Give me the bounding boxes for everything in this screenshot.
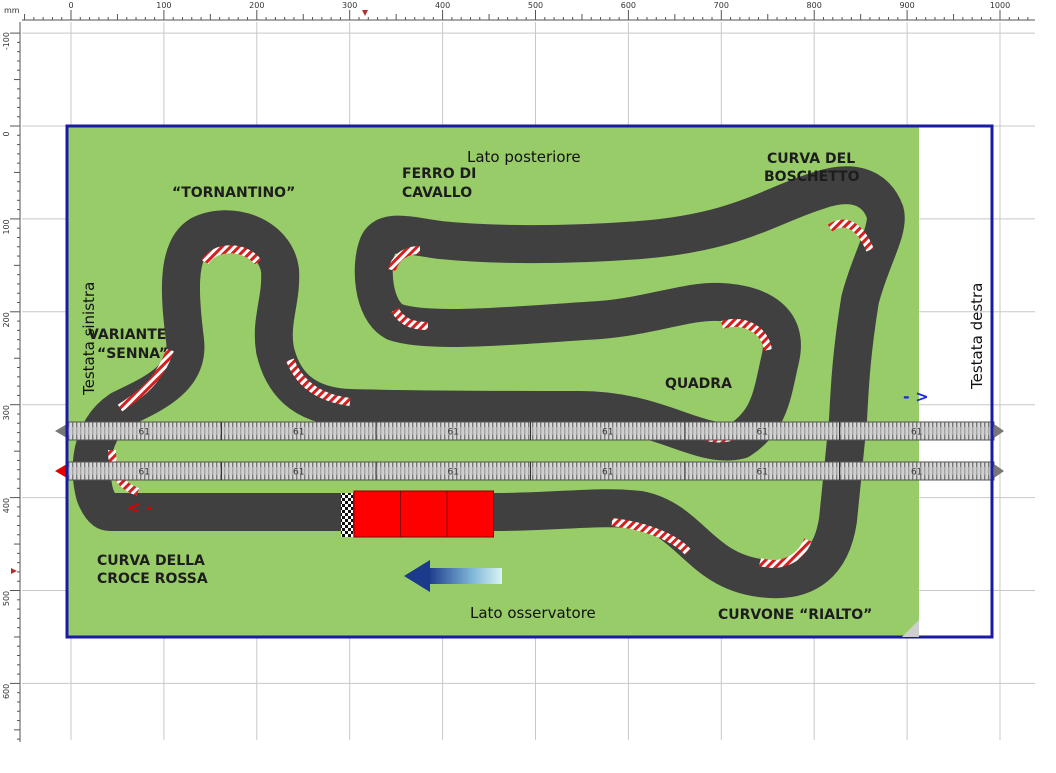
track-asphalt — [72, 166, 905, 599]
ruler-top-label: 300 — [342, 1, 357, 10]
ruler-left-label: 0 — [2, 131, 11, 136]
ruler-left-label: 600 — [2, 684, 11, 699]
ruler-top-label: 500 — [528, 1, 543, 10]
kerb-curvone — [758, 538, 812, 568]
label-testata-sinistra: Testata sinistra — [80, 282, 98, 396]
start-block — [446, 490, 494, 538]
ruler-top-label: 0 — [68, 1, 73, 10]
module-label: 61 — [602, 468, 613, 478]
module-label: 61 — [757, 468, 768, 478]
ruler-top-label: 1000 — [990, 1, 1010, 10]
module-label: 61 — [911, 468, 922, 478]
checkered-line — [341, 493, 353, 537]
corner-fold — [902, 620, 919, 637]
kerb-tornantino — [201, 245, 262, 265]
module-end-right-icon — [994, 424, 1004, 438]
module-end-left-icon — [55, 464, 67, 478]
ruler-left-label: 100 — [2, 219, 11, 234]
label-lato-posteriore: Lato posteriore — [467, 148, 581, 166]
module-label: 61 — [448, 428, 459, 438]
label-quadra: QUADRA — [665, 376, 732, 392]
start-block — [400, 490, 448, 538]
ruler-unit: mm — [4, 6, 20, 15]
module-label: 61 — [757, 428, 768, 438]
module-rows: 61 61 61 61 61 61 61 61 61 61 61 61 — [55, 421, 1004, 481]
kerb-boschetto — [827, 219, 874, 252]
direction-arrow-icon — [404, 560, 502, 592]
module-label: 61 — [139, 428, 150, 438]
start-block — [353, 490, 401, 538]
ruler-left-label: 400 — [2, 498, 11, 513]
arrow-right-marker: - > — [903, 387, 929, 406]
start-grid-blocks — [353, 490, 494, 538]
ruler-left: -100 0 100 200 300 400 500 600 — [0, 22, 21, 742]
ruler-top-label: 400 — [435, 1, 450, 10]
module-end-right-icon — [994, 464, 1004, 478]
kerb-quadra — [720, 319, 772, 351]
kerb-esse — [286, 358, 351, 406]
ruler-left-bg — [0, 22, 20, 742]
module-row: 61 61 61 61 61 61 — [55, 461, 1004, 481]
ruler-top: 0 100 200 300 400 500 600 700 800 900 1000 — [22, 0, 1035, 21]
module-label: 61 — [293, 468, 304, 478]
ruler-left-label: 200 — [2, 312, 11, 327]
ruler-top-bg — [22, 0, 1035, 20]
label-ferro-1: FERRO DI — [402, 166, 476, 182]
label-curvone: CURVONE “RIALTO” — [718, 607, 872, 623]
label-boschetto-1: CURVA DEL — [767, 151, 855, 167]
ruler-top-label: 200 — [249, 1, 264, 10]
label-boschetto-2: BOSCHETTO — [764, 169, 860, 185]
ruler-top-label: 900 — [899, 1, 914, 10]
module-label: 61 — [293, 428, 304, 438]
ruler-top-label: 600 — [621, 1, 636, 10]
layout-frame — [65, 124, 994, 639]
kerb-senna — [117, 348, 174, 412]
label-variante-1: VARIANTE — [88, 327, 166, 343]
module-label: 61 — [139, 468, 150, 478]
module-row: 61 61 61 61 61 61 — [55, 421, 1004, 441]
label-croce-2: CROCE ROSSA — [97, 571, 208, 587]
label-tornantino: “TORNANTINO” — [172, 185, 295, 201]
kerb-ferro-top — [388, 246, 421, 272]
label-testata-destra: Testata destra — [968, 283, 986, 390]
ruler-marker-left — [11, 568, 17, 574]
kerb-rialto — [611, 518, 691, 555]
ruler-left-label: 300 — [2, 405, 11, 420]
ruler-top-label: 100 — [156, 1, 171, 10]
label-croce-1: CURVA DELLA — [97, 553, 205, 569]
ruler-left-label: -100 — [2, 32, 11, 50]
label-variante-2: “SENNA” — [97, 346, 168, 362]
module-end-left-icon — [55, 424, 67, 438]
module-label: 61 — [602, 428, 613, 438]
ruler-left-label: 500 — [2, 591, 11, 606]
kerb-ferro-bottom — [391, 307, 429, 330]
ruler-marker-top — [362, 10, 368, 16]
module-label: 61 — [911, 428, 922, 438]
arrow-left-marker: < - — [127, 498, 153, 517]
ruler-top-label: 700 — [714, 1, 729, 10]
label-ferro-2: CAVALLO — [402, 185, 472, 201]
module-label: 61 — [448, 468, 459, 478]
ruler-top-label: 800 — [807, 1, 822, 10]
label-lato-osservatore: Lato osservatore — [470, 604, 596, 622]
